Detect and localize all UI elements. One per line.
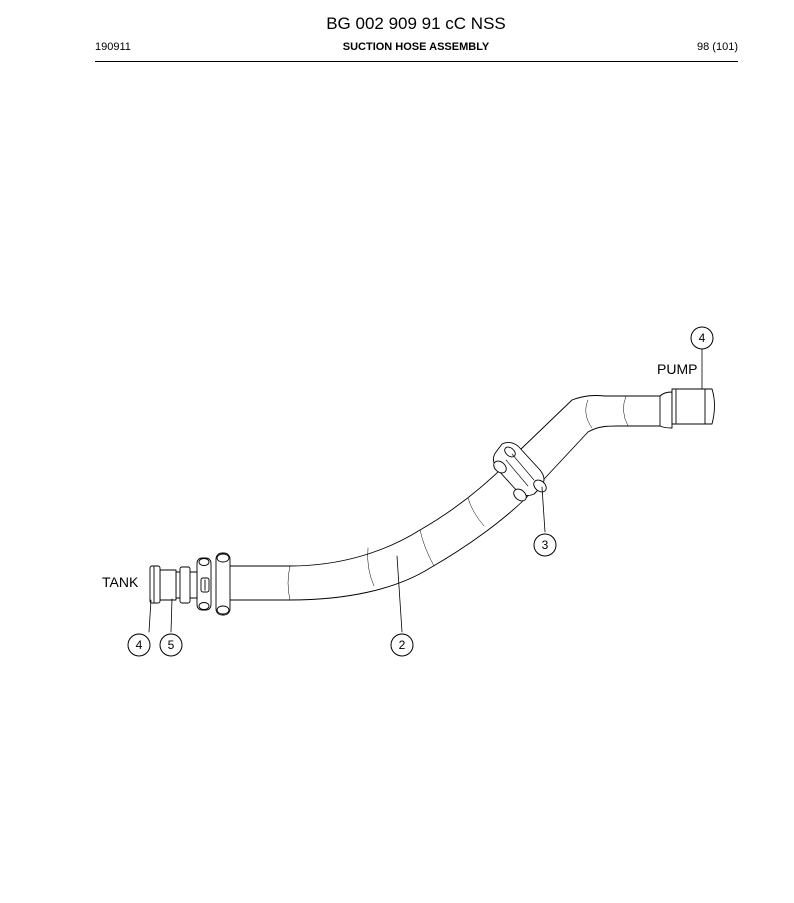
pump-label: PUMP	[657, 361, 697, 377]
callout-clamp-number: 3	[542, 538, 549, 552]
section-title: SUCTION HOSE ASSEMBLY	[342, 41, 490, 53]
hose-clamp	[493, 441, 547, 502]
callout-tank-end-number: 4	[136, 638, 143, 652]
callout-hose-number: 2	[399, 638, 406, 652]
tank-label: TANK	[102, 574, 139, 590]
callout-pump-end-number: 4	[699, 331, 706, 345]
document-number: BG 002 909 91 cC NSS	[326, 14, 506, 33]
date-code: 190911	[95, 41, 131, 53]
leader-lines	[148, 348, 703, 633]
tank-fitting	[149, 565, 198, 604]
callout-hose	[390, 633, 414, 657]
callout-tank-end	[127, 633, 151, 657]
header-divider	[95, 61, 738, 62]
callout-tank-fitting-number: 5	[168, 638, 175, 652]
callout-clamp	[533, 533, 557, 557]
callout-bubbles	[127, 326, 714, 657]
pump-fitting	[659, 388, 715, 429]
hose-body	[227, 395, 661, 601]
tank-clamp	[196, 552, 231, 616]
page-number: 98 (101)	[697, 41, 738, 53]
callout-pump-end	[690, 326, 714, 350]
callout-tank-fitting	[159, 633, 183, 657]
